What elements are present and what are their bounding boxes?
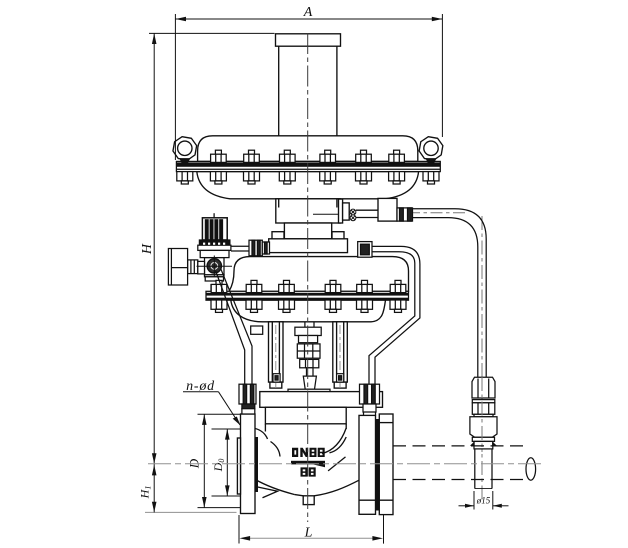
svg-text:A: A xyxy=(303,5,313,20)
svg-text:H: H xyxy=(140,243,155,255)
svg-text:n-ød: n-ød xyxy=(186,379,215,394)
svg-text:ø15: ø15 xyxy=(476,496,491,506)
svg-text:L: L xyxy=(304,526,313,541)
